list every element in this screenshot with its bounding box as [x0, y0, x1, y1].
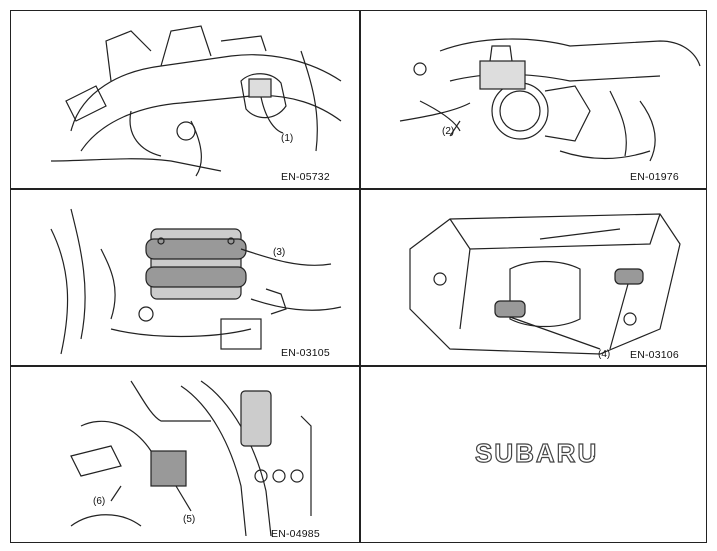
callout-label: (1) [281, 133, 294, 144]
panel-throttle-body-sensor: (2) EN-01976 [360, 11, 708, 188]
grid-divider-row2 [11, 365, 706, 367]
callout-label: (2) [442, 126, 455, 137]
engine-illustration-1 [50, 25, 342, 177]
callout-label: (5) [183, 514, 196, 525]
figure-code: EN-05732 [281, 171, 330, 183]
callout-label: (6) [93, 496, 106, 507]
engine-illustration-4 [409, 213, 681, 355]
callout-label: (4) [598, 349, 611, 360]
figure-code: EN-03105 [281, 347, 330, 359]
panel-sensor-connectors: (6) (5) EN-04985 [11, 366, 359, 544]
engine-illustration-5 [70, 380, 312, 537]
figure-code: EN-04985 [271, 528, 320, 540]
figure-grid: (1) EN-05732 (2) EN-01976 [10, 10, 707, 543]
grid-divider-row1 [11, 188, 706, 190]
panel-intake-manifold-sensor: (1) EN-05732 [11, 11, 359, 188]
engine-illustration-2 [399, 38, 701, 162]
panel-logo: SUBARU . [360, 366, 708, 544]
panel-ignition-coil: (3) EN-03105 [11, 189, 359, 365]
figure-code: EN-03106 [630, 349, 679, 361]
grid-divider-vertical [359, 11, 361, 542]
panel-fuel-injectors: (4) EN-03106 [360, 189, 708, 365]
callout-label: (3) [273, 247, 286, 258]
engine-illustration-3 [50, 208, 342, 355]
figure-code: EN-01976 [630, 171, 679, 183]
subaru-logo: SUBARU [474, 437, 599, 468]
logo-mark: . [592, 446, 596, 460]
